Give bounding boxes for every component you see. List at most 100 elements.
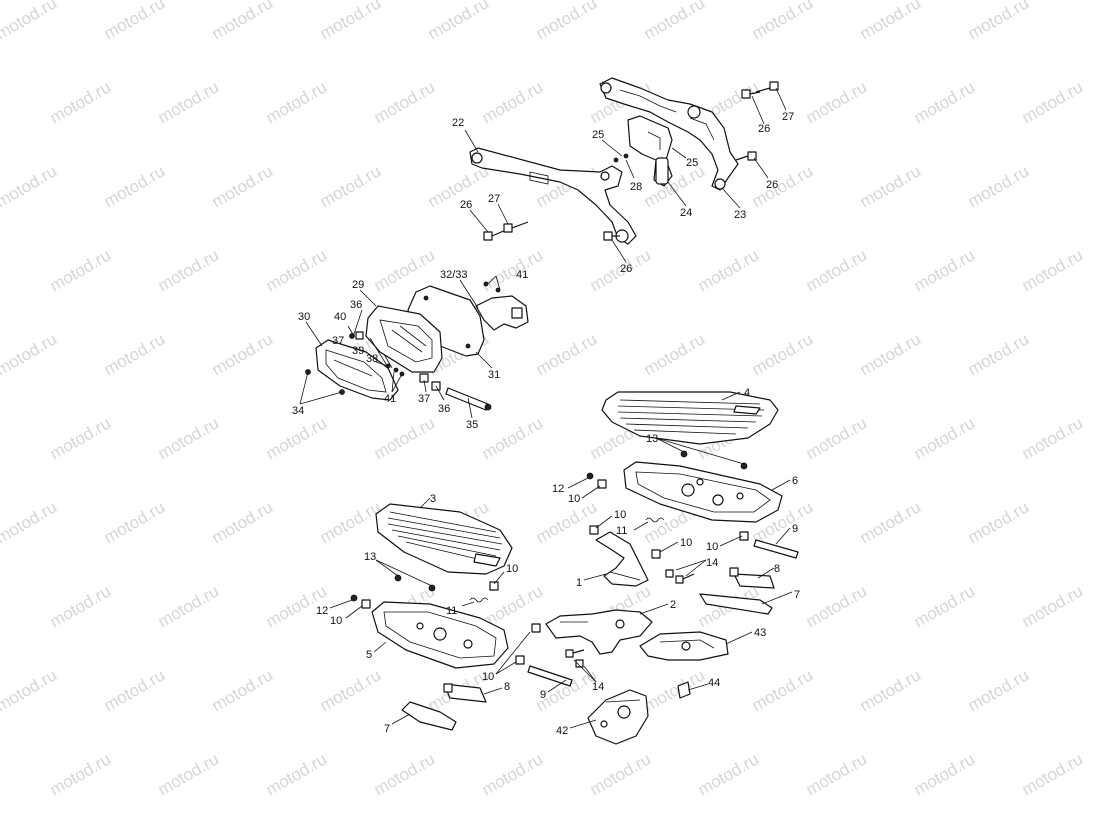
watermark-text: motod.ru [749,161,817,211]
label-29: 29 [352,279,364,291]
watermark-text: motod.ru [47,413,115,463]
watermark-text: motod.ru [155,749,223,799]
watermark-text: motod.ru [965,0,1033,43]
watermark-text: motod.ru [101,665,169,715]
watermark-text: motod.ru [965,329,1033,379]
watermark-text: motod.ru [0,665,60,715]
watermark-text: motod.ru [209,161,277,211]
watermark-text: motod.ru [155,581,223,631]
watermark-text: motod.ru [371,413,439,463]
label-12-left: 12 [316,605,328,617]
watermark-text: motod.ru [47,77,115,127]
arm-22 [469,147,637,245]
pin-35 [445,387,489,411]
watermark-text: motod.ru [749,665,817,715]
label-10-left-a: 10 [506,563,518,575]
label-24: 24 [680,207,692,219]
watermark-text: motod.ru [263,413,331,463]
watermark-text: motod.ru [641,0,709,43]
label-6: 6 [792,475,798,487]
watermark-text: motod.ru [425,0,493,43]
label-36b: 36 [438,403,450,415]
watermark-text: motod.ru [101,161,169,211]
label-27-right: 27 [782,111,794,123]
label-43: 43 [754,627,766,639]
watermark-text: motod.ru [101,0,169,43]
watermark-text: motod.ru [0,0,60,43]
watermark-text: motod.ru [749,329,817,379]
label-23: 23 [734,209,746,221]
label-37a: 37 [332,335,344,347]
label-8-left: 8 [504,681,510,693]
watermark-text: motod.ru [47,245,115,295]
label-9-right: 9 [792,523,798,535]
label-5: 5 [366,649,372,661]
watermark-text: motod.ru [857,161,925,211]
mat-4 [601,391,779,445]
label-7-right: 7 [794,589,800,601]
label-34: 34 [292,405,304,417]
label-36a: 36 [350,299,362,311]
label-41a: 41 [516,269,528,281]
label-8-right: 8 [774,563,780,575]
bracket-23 [599,77,739,191]
label-25a: 25 [592,129,604,141]
leader-lines [299,87,793,729]
watermark-text: motod.ru [533,0,601,43]
pin-9-right [753,539,799,559]
clip-8-left [443,683,487,703]
watermark-text: motod.ru [263,749,331,799]
watermark-text: motod.ru [371,77,439,127]
watermark-text: motod.ru [803,245,871,295]
watermark-text: motod.ru [0,497,60,547]
bracket-2 [545,609,653,655]
bolt-26-right-lower [735,151,757,161]
watermark-text: motod.ru [209,497,277,547]
label-10-center-a: 10 [482,671,494,683]
label-10-right-b: 10 [614,509,626,521]
watermark-text: motod.ru [479,413,547,463]
watermark-text: motod.ru [317,497,385,547]
label-22: 22 [452,117,464,129]
watermark-text: motod.ru [101,329,169,379]
label-40: 40 [334,311,346,323]
watermark-text: motod.ru [1019,581,1087,631]
watermark-text: motod.ru [479,245,547,295]
watermark-text: motod.ru [155,413,223,463]
watermark-text: motod.ru [263,77,331,127]
watermark-text: motod.ru [209,329,277,379]
label-41b: 41 [384,393,396,405]
watermark-text: motod.ru [1019,749,1087,799]
clip-8-right [733,573,775,589]
label-9-center: 9 [540,689,546,701]
watermark-text: motod.ru [965,665,1033,715]
part-labels: 22 23 24 25 25 26 26 26 26 27 27 28 29 3… [292,111,800,737]
watermark-text: motod.ru [749,0,817,43]
label-14-center: 14 [592,681,604,693]
label-28: 28 [630,181,642,193]
footboard-right [515,391,799,745]
label-37b: 37 [418,393,430,405]
watermark-text: motod.ru [155,77,223,127]
label-14-right: 14 [706,557,718,569]
footboard-left [350,503,513,731]
label-26-bottom: 26 [620,263,632,275]
tray-6 [623,461,783,523]
watermark-text: motod.ru [803,413,871,463]
label-35: 35 [466,419,478,431]
watermark-text: motod.ru [911,749,979,799]
label-31: 31 [488,369,500,381]
watermark-text: motod.ru [0,161,60,211]
watermark-text: motod.ru [1019,413,1087,463]
pad-assembly-middle [305,281,529,411]
label-32-33: 32/33 [440,269,468,281]
label-30: 30 [298,311,310,323]
watermark-text: motod.ru [857,665,925,715]
watermark-text: motod.ru [425,161,493,211]
label-10-right-a: 10 [568,493,580,505]
label-11-left: 11 [446,605,457,617]
label-11-right: 11 [616,525,627,537]
spring-11-right [645,517,665,523]
watermark-text: motod.ru [911,245,979,295]
bolt-26-bottom [603,231,620,241]
